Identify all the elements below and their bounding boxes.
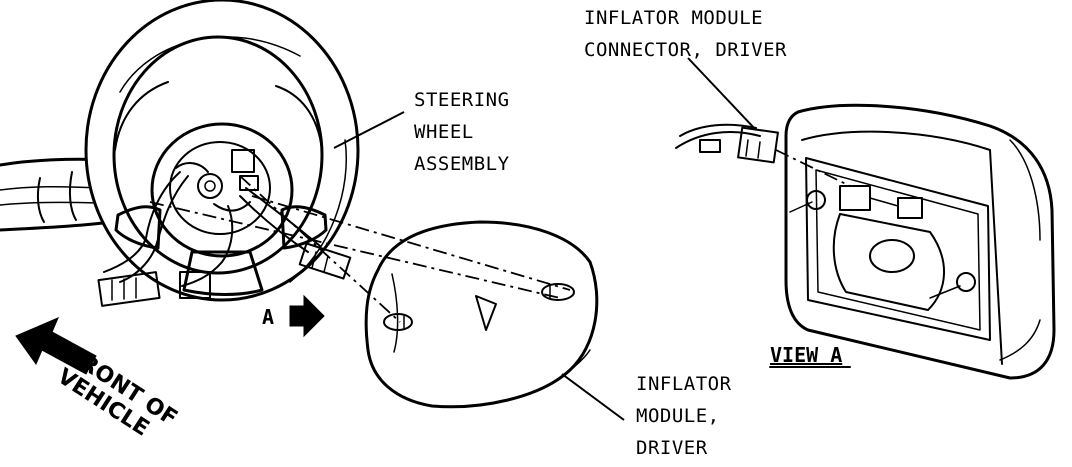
callout-module-line2: MODULE, [636, 405, 720, 427]
rear-connector-block [839, 185, 923, 219]
clockspring-connector [97, 271, 211, 307]
view-a-module-rear [784, 103, 1056, 380]
callout-module-line3: DRIVER [636, 437, 708, 459]
view-a-caption: VIEW A [769, 343, 851, 368]
callout-connector: INFLATOR MODULE CONNECTOR, DRIVER [584, 7, 787, 61]
callout-steering-line1: STEERING [414, 89, 510, 111]
module-mounting-bolt-left [383, 313, 413, 331]
module-pigtail-connector [298, 242, 352, 280]
inflator-connector-driver-part [675, 123, 851, 187]
callout-inflator-module: INFLATOR MODULE, DRIVER [636, 373, 732, 459]
callout-steering-wheel: STEERING WHEEL ASSEMBLY [414, 89, 510, 175]
callout-steering-line2: WHEEL [414, 121, 474, 143]
callout-steering-line3: ASSEMBLY [414, 153, 510, 175]
front-of-vehicle-indicator: FRONT OF VEHICLE [15, 317, 182, 442]
inflator-module-exploded [364, 220, 599, 409]
rear-mount-right [929, 272, 976, 299]
view-a-arrow: A [262, 294, 325, 338]
rear-mount-left [789, 190, 826, 213]
steering-wheel [84, 0, 571, 323]
callout-module-line1: INFLATOR [636, 373, 732, 395]
arrow-right-icon [289, 294, 325, 338]
callout-connector-line1: INFLATOR MODULE [584, 7, 763, 29]
callout-connector-line2: CONNECTOR, DRIVER [584, 39, 787, 61]
view-marker-label: A [262, 305, 274, 329]
arrow-left-down-icon [15, 317, 97, 375]
module-mounting-bolt-right [541, 283, 575, 301]
view-a-label: VIEW A [770, 343, 842, 367]
leader-lines [333, 57, 757, 421]
